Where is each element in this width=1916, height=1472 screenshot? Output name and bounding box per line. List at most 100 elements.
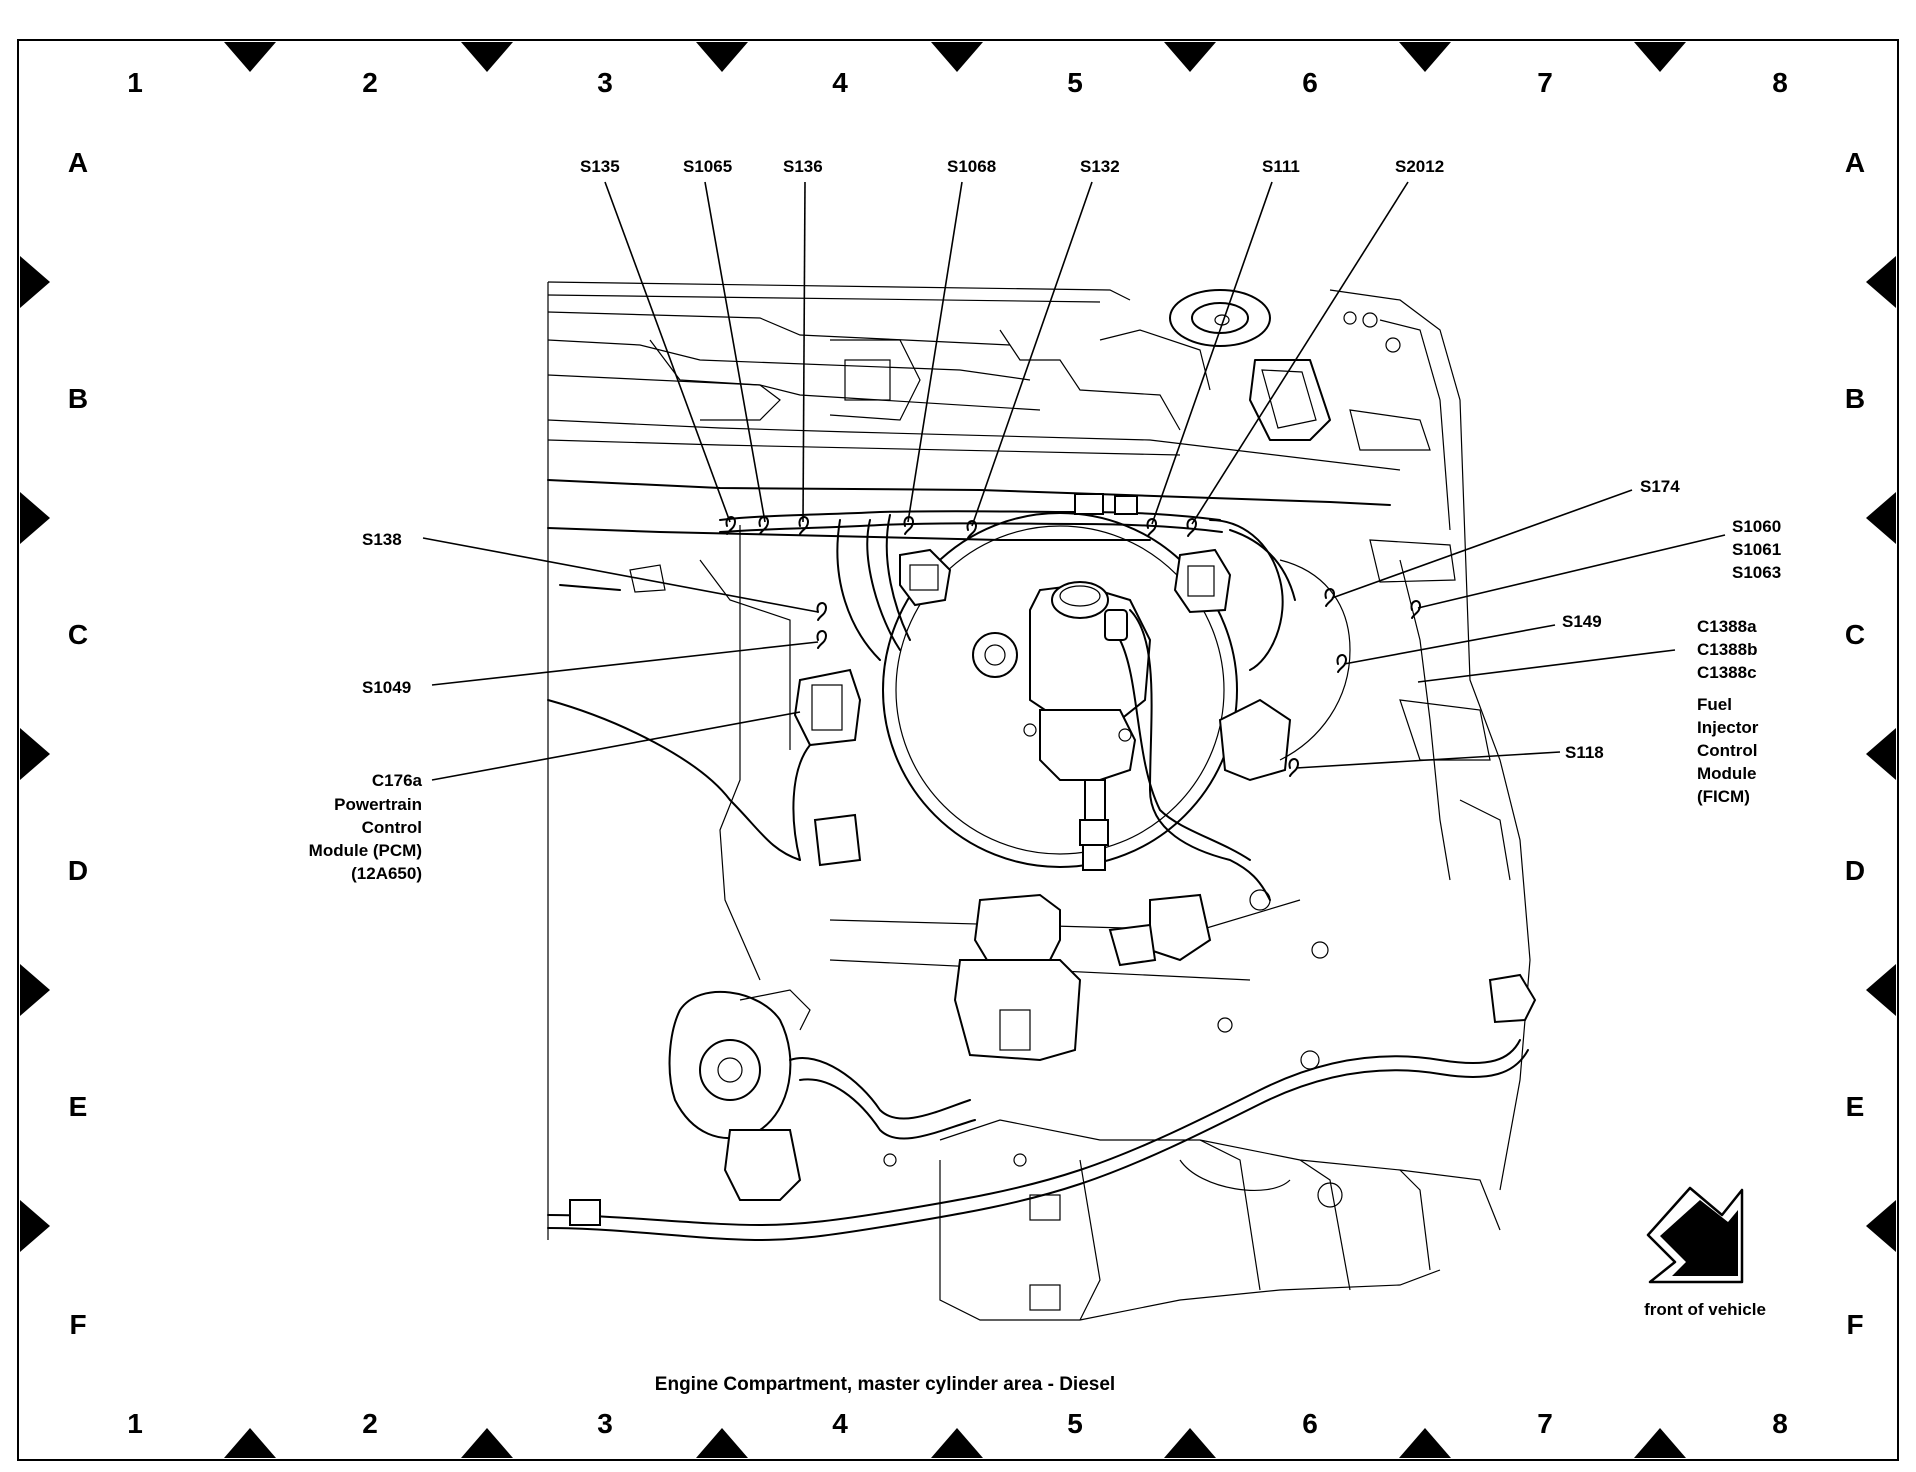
diagram-frame <box>17 39 1899 1461</box>
splice-hook <box>1410 600 1421 619</box>
column-number: 6 <box>1302 67 1318 98</box>
column-number: 6 <box>1302 1408 1318 1439</box>
bottom-zone-markers <box>224 1428 1686 1458</box>
column-number: 8 <box>1772 1408 1788 1439</box>
label-s132: S132 <box>1080 157 1120 176</box>
label-s1049: S1049 <box>362 678 411 697</box>
column-numbers-bottom: 1 2 3 4 5 6 7 8 <box>127 1408 1788 1439</box>
column-number: 8 <box>1772 67 1788 98</box>
label-s118: S118 <box>1565 743 1604 762</box>
label-ficm-line4: Module <box>1697 764 1757 783</box>
zone-marker-icon <box>696 1428 748 1458</box>
label-ficm-line2: Injector <box>1697 718 1759 737</box>
label-s1065: S1065 <box>683 157 732 176</box>
zone-marker-icon <box>1866 964 1896 1016</box>
zone-marker-icon <box>461 42 513 72</box>
leader-line <box>802 181 806 523</box>
zone-marker-icon <box>1866 1200 1896 1252</box>
splice-hook <box>903 516 914 535</box>
row-letter: E <box>1846 1091 1865 1122</box>
splice-labels: S135 S1065 S136 S1068 S132 S111 S2012 S1… <box>309 157 1782 883</box>
label-s136: S136 <box>783 157 823 176</box>
leader-line <box>422 537 819 613</box>
zone-marker-icon <box>1634 42 1686 72</box>
zone-marker-icon <box>1399 1428 1451 1458</box>
splice-hook <box>725 516 736 535</box>
row-letters-right: A B C D E F <box>1845 147 1865 1340</box>
label-ficm-line1: Fuel <box>1697 695 1732 714</box>
row-letter: E <box>69 1091 88 1122</box>
column-numbers-top: 1 2 3 4 5 6 7 8 <box>127 67 1788 98</box>
leader-line <box>604 181 731 523</box>
engine-compartment-illustration <box>547 281 1537 1321</box>
splice-hook <box>816 602 827 621</box>
zone-marker-icon <box>1164 42 1216 72</box>
column-number: 4 <box>832 67 848 98</box>
label-s1068: S1068 <box>947 157 996 176</box>
leader-line <box>1331 489 1633 599</box>
top-zone-markers <box>224 42 1686 72</box>
zone-marker-icon <box>696 42 748 72</box>
zone-marker-icon <box>20 728 50 780</box>
right-zone-markers <box>1866 256 1896 1252</box>
leader-line <box>1343 624 1556 665</box>
zone-marker-icon <box>20 492 50 544</box>
row-letter: F <box>69 1309 86 1340</box>
zone-marker-icon <box>224 1428 276 1458</box>
leader-line <box>704 181 766 523</box>
label-s1063: S1063 <box>1732 563 1781 582</box>
zone-marker-icon <box>1866 728 1896 780</box>
label-pcm-line1: Powertrain <box>334 795 422 814</box>
splice-hook <box>758 516 769 535</box>
splice-hook <box>966 520 977 539</box>
zone-marker-icon <box>1634 1428 1686 1458</box>
label-s149: S149 <box>1562 612 1602 631</box>
column-number: 1 <box>127 67 143 98</box>
label-s1061: S1061 <box>1732 540 1781 559</box>
leader-line <box>431 711 801 781</box>
splice-hook <box>1146 518 1157 537</box>
label-s174: S174 <box>1640 477 1680 496</box>
column-number: 5 <box>1067 67 1083 98</box>
leader-line <box>971 181 1093 527</box>
leader-lines <box>422 181 1726 781</box>
zone-marker-icon <box>931 1428 983 1458</box>
zone-marker-icon <box>20 256 50 308</box>
diagram-caption: Engine Compartment, master cylinder area… <box>655 1374 1115 1395</box>
label-c1388b: C1388b <box>1697 640 1757 659</box>
row-letter: A <box>68 147 88 178</box>
label-s138: S138 <box>362 530 402 549</box>
splice-hook <box>816 630 827 649</box>
column-number: 7 <box>1537 67 1553 98</box>
column-number: 3 <box>597 1408 613 1439</box>
label-pcm-line2: Control <box>362 818 422 837</box>
label-ficm-line5: (FICM) <box>1697 787 1750 806</box>
column-number: 5 <box>1067 1408 1083 1439</box>
column-number: 3 <box>597 67 613 98</box>
row-letters-left: A B C D E F <box>68 147 88 1340</box>
zone-marker-icon <box>461 1428 513 1458</box>
leader-line <box>1417 534 1726 609</box>
row-letter: B <box>1845 383 1865 414</box>
splice-hook <box>1324 588 1335 607</box>
splice-markers <box>725 516 1421 777</box>
leader-line <box>431 641 819 686</box>
zone-marker-icon <box>1866 492 1896 544</box>
splice-hook <box>1336 654 1347 673</box>
zone-marker-icon <box>931 42 983 72</box>
label-s2012: S2012 <box>1395 157 1444 176</box>
row-letter: F <box>1846 1309 1863 1340</box>
column-number: 2 <box>362 1408 378 1439</box>
left-zone-markers <box>20 256 50 1252</box>
column-number: 4 <box>832 1408 848 1439</box>
zone-marker-icon <box>1164 1428 1216 1458</box>
column-number: 1 <box>127 1408 143 1439</box>
zone-marker-icon <box>20 1200 50 1252</box>
label-c176a: C176a <box>372 771 423 790</box>
row-letter: A <box>1845 147 1865 178</box>
front-of-vehicle-arrow-icon <box>1646 1186 1744 1284</box>
leader-line <box>1191 181 1409 525</box>
zone-marker-icon <box>1866 256 1896 308</box>
zone-marker-icon <box>20 964 50 1016</box>
